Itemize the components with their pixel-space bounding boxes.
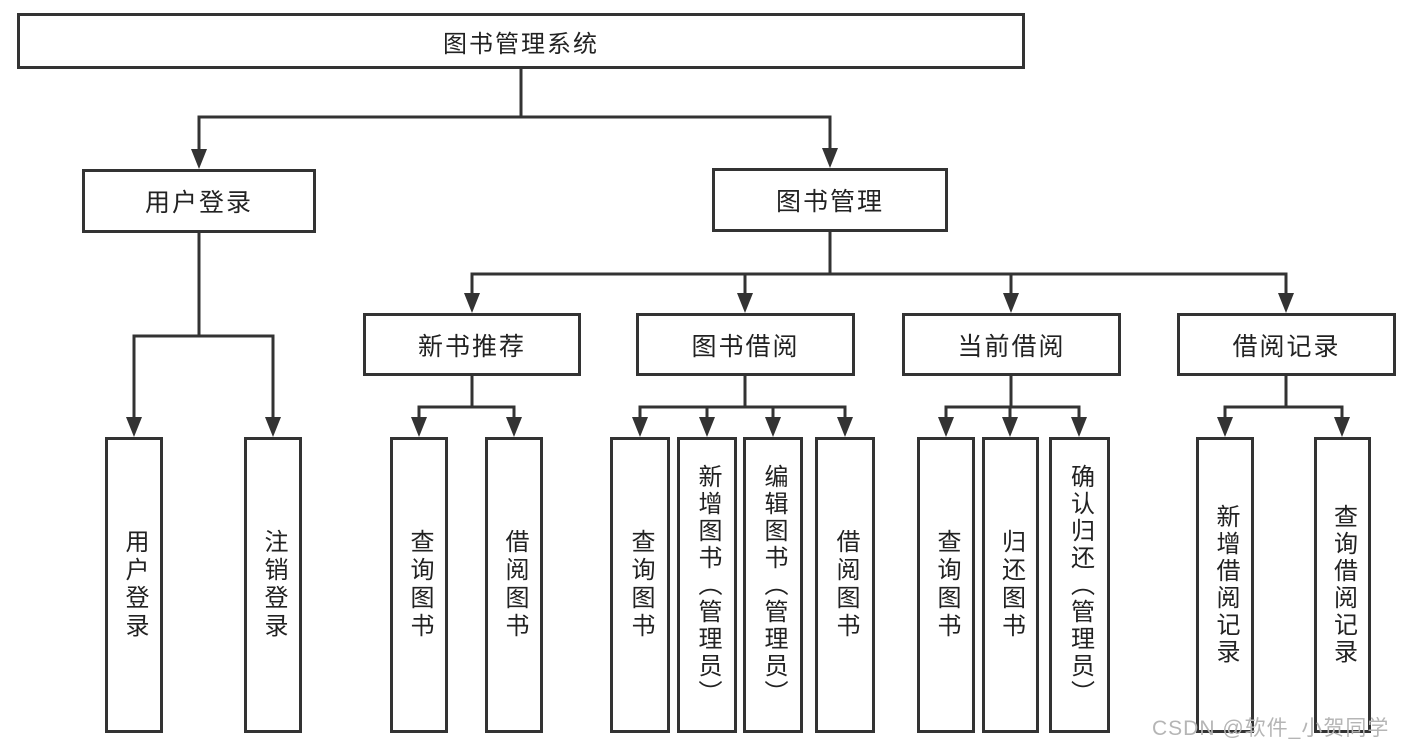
leaf-logout: 注销登录	[244, 437, 302, 733]
leaf-add-borrow-record: 新增借阅记录	[1196, 437, 1254, 733]
csdn-watermark: CSDN @软件_小贺同学	[1152, 717, 1390, 740]
node-borrowing-records: 借阅记录	[1177, 313, 1396, 376]
node-book-borrowing: 图书借阅	[636, 313, 855, 376]
leaf-confirm-return-admin: 确认归还（管理员）	[1049, 437, 1110, 733]
leaf-borrow-books: 借阅图书	[815, 437, 875, 733]
leaf-edit-books-admin: 编辑图书（管理员）	[743, 437, 803, 733]
node-root-system: 图书管理系统	[17, 13, 1025, 69]
leaf-user-login: 用户登录	[105, 437, 163, 733]
leaf-query-books-current: 查询图书	[917, 437, 975, 733]
node-current-borrowing: 当前借阅	[902, 313, 1121, 376]
leaf-borrow-books-recommend: 借阅图书	[485, 437, 543, 733]
node-new-book-recommend: 新书推荐	[363, 313, 581, 376]
leaf-return-books: 归还图书	[982, 437, 1039, 733]
leaf-query-books-recommend: 查询图书	[390, 437, 448, 733]
leaf-query-borrow-record: 查询借阅记录	[1314, 437, 1371, 733]
leaf-query-books-borrow: 查询图书	[610, 437, 670, 733]
leaf-add-books-admin: 新增图书（管理员）	[677, 437, 737, 733]
node-book-management: 图书管理	[712, 168, 948, 232]
node-user-login: 用户登录	[82, 169, 316, 233]
